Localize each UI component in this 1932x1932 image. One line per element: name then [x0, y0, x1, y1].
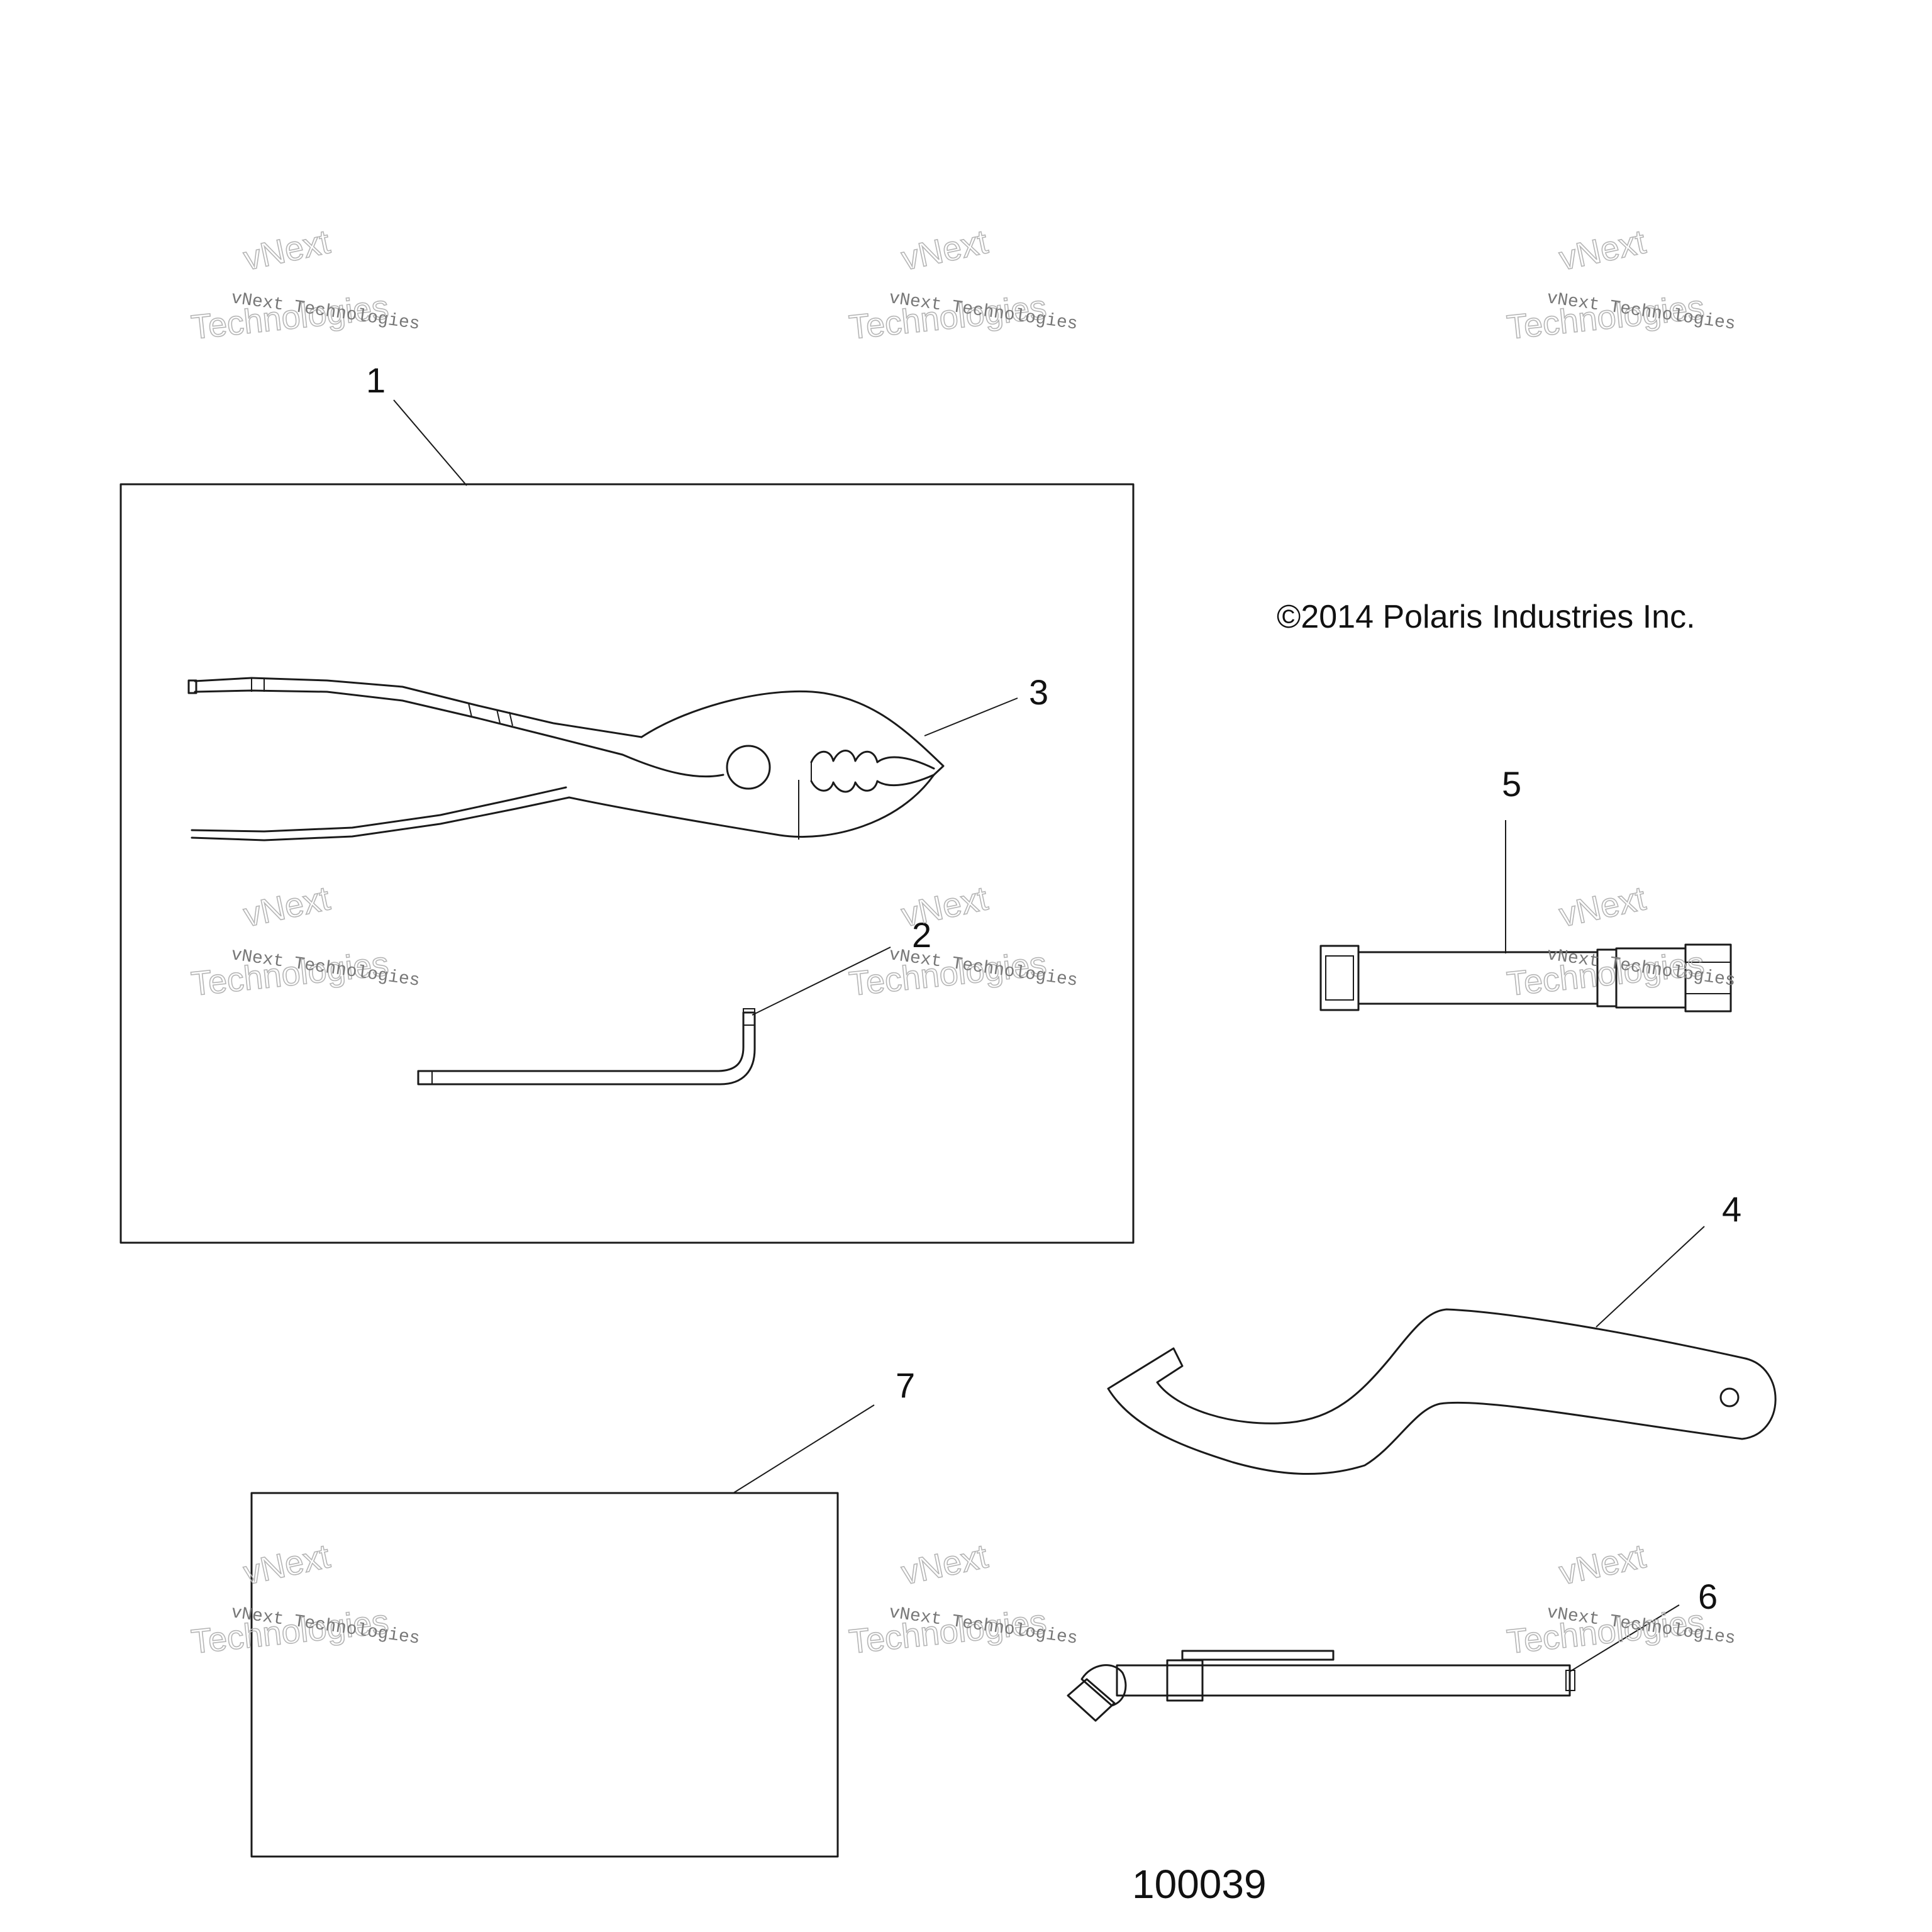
- callout-5: 5: [1502, 764, 1521, 804]
- part-7-tool-pouch: [250, 1492, 839, 1858]
- callout-3: 3: [1029, 672, 1048, 712]
- part-5-socket-extension-drawing: [1319, 943, 1732, 1013]
- leader-lines: [393, 399, 1705, 1672]
- watermark-text: vNext: [1556, 223, 1649, 277]
- watermark-text: vNext: [898, 879, 991, 934]
- leader-2: [752, 947, 891, 1016]
- leader-7: [733, 1404, 875, 1494]
- watermark-text: vNext: [240, 223, 333, 277]
- callout-7: 7: [896, 1365, 915, 1405]
- leader-1: [393, 399, 467, 486]
- leader-3: [924, 697, 1018, 736]
- callout-2: 2: [912, 915, 931, 955]
- part-4-spanner-wrench-drawing: [1107, 1308, 1777, 1475]
- callout-1: 1: [366, 360, 386, 400]
- watermark-text: vNext: [898, 223, 991, 277]
- callout-6: 6: [1698, 1577, 1718, 1616]
- watermark-text: vNext: [898, 1537, 991, 1592]
- part-2-hex-key-drawing: [417, 1008, 756, 1085]
- part-1-tool-kit-box: [119, 483, 1135, 1244]
- leader-6: [1569, 1604, 1680, 1672]
- part-3-pliers-drawing: [187, 677, 945, 841]
- watermark-text: vNext: [1556, 879, 1649, 934]
- part-6-socket-handle-drawing: [1067, 1650, 1575, 1722]
- watermark-text: vNext: [1556, 1537, 1649, 1592]
- watermark-text: vNext: [240, 1537, 333, 1592]
- watermark-text: vNext: [240, 879, 333, 934]
- copyright-text: ©2014 Polaris Industries Inc.: [1277, 599, 1696, 635]
- callout-4: 4: [1722, 1189, 1741, 1229]
- leader-4: [1596, 1226, 1705, 1328]
- drawing-number: 100039: [1132, 1862, 1267, 1907]
